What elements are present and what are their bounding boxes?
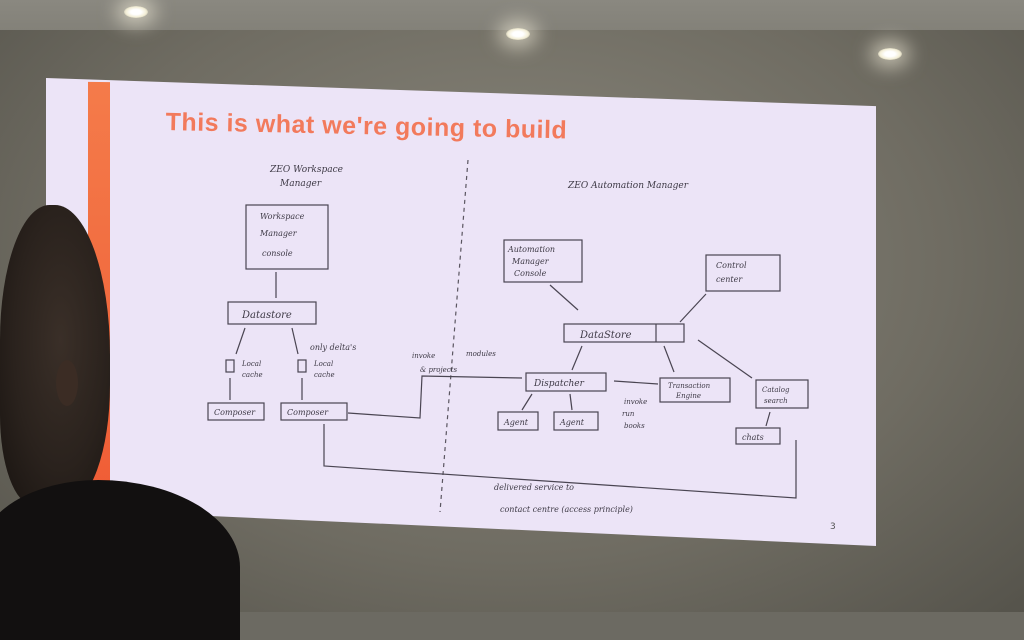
right-title: ZEO Automation Manager — [567, 181, 689, 191]
run-books-line1: invoke — [624, 398, 647, 406]
delivered-line1: delivered service to — [494, 483, 574, 492]
composer1-box — [207, 402, 265, 421]
dispatcher-label: Dispatcher — [533, 379, 585, 389]
composer2-label: Composer — [287, 408, 329, 417]
agent2-box — [553, 411, 599, 431]
cache2-line2: cache — [314, 371, 335, 379]
am-console-line1: Automation — [507, 245, 555, 254]
separator-line — [439, 159, 469, 513]
datastore-right-label: DataStore — [579, 330, 632, 341]
only-deltas-label: only delta's — [310, 343, 356, 352]
chats-box — [735, 427, 781, 445]
arrow-dispatcher-agent2 — [569, 393, 573, 411]
wm-console-line3: console — [262, 249, 293, 258]
catalog-search-box — [755, 379, 809, 409]
am-console-line2: Manager — [511, 257, 550, 266]
catalog-line1: Catalog — [762, 386, 790, 394]
control-center-box — [705, 254, 781, 292]
architecture-diagram: ZEO Workspace Manager ZEO Automation Man… — [207, 159, 809, 514]
wm-console-line1: Workspace — [260, 212, 305, 221]
datastore-right-box — [563, 323, 685, 343]
arrow-amconsole-datastore — [549, 284, 579, 311]
path-composer-catalog — [323, 424, 797, 499]
cache1-icon — [225, 359, 235, 373]
left-title-line2: Manager — [279, 179, 322, 189]
invoke-modules-line2: modules — [466, 350, 496, 358]
cache1-line1: Local — [241, 360, 261, 368]
left-title-line1: ZEO Workspace — [269, 165, 343, 175]
cache2-line1: Local — [313, 360, 333, 368]
am-console-box — [503, 239, 583, 283]
wm-console-box — [245, 204, 329, 270]
ceiling-light — [878, 48, 902, 60]
arrow-datastore-dispatcher — [571, 345, 583, 371]
engine-line2: Engine — [675, 392, 701, 400]
chats-label: chats — [742, 433, 764, 442]
datastore-left-label: Datastore — [241, 310, 292, 321]
composer1-label: Composer — [214, 408, 256, 417]
projection-screen — [46, 78, 876, 546]
slide-page-number: 3 — [830, 522, 836, 532]
arrow-ds-cache2 — [291, 327, 299, 355]
wm-console-line2: Manager — [259, 229, 298, 238]
run-books-line3: books — [624, 422, 645, 430]
agent2-label: Agent — [559, 418, 585, 427]
cache1-line2: cache — [242, 371, 263, 379]
ceiling-light — [124, 6, 148, 18]
and-projects-label: & projects — [420, 366, 458, 374]
audience-member-ear — [56, 360, 78, 406]
arrow-ds-cache1 — [235, 327, 246, 355]
arrow-datastore-engine — [663, 345, 675, 373]
path-composer-dispatcher — [347, 375, 523, 419]
arrow-control-datastore — [679, 293, 707, 323]
composer2-box — [280, 402, 348, 421]
datastore-left-box — [227, 301, 317, 325]
agent1-label: Agent — [503, 418, 529, 427]
catalog-line2: search — [764, 397, 788, 405]
arrow-engine-dispatcher — [613, 380, 659, 385]
arrow-dispatcher-agent1 — [521, 393, 533, 411]
invoke-modules-line1: invoke — [412, 352, 435, 360]
transaction-engine-box — [659, 377, 731, 403]
run-books-line2: run — [622, 410, 635, 418]
control-center-line2: center — [716, 275, 743, 284]
arrow-datastore-catalog — [697, 339, 753, 379]
ceiling-light — [506, 28, 530, 40]
dispatcher-box — [525, 372, 607, 392]
delivered-line2: contact centre (access principle) — [500, 505, 633, 514]
audience-member-head — [0, 205, 110, 505]
control-center-line1: Control — [716, 261, 747, 270]
agent1-box — [497, 411, 539, 431]
arrow-catalog-chats — [765, 411, 771, 427]
am-console-line3: Console — [514, 269, 547, 278]
cache2-icon — [297, 359, 307, 373]
engine-line1: Transaction — [668, 382, 711, 390]
